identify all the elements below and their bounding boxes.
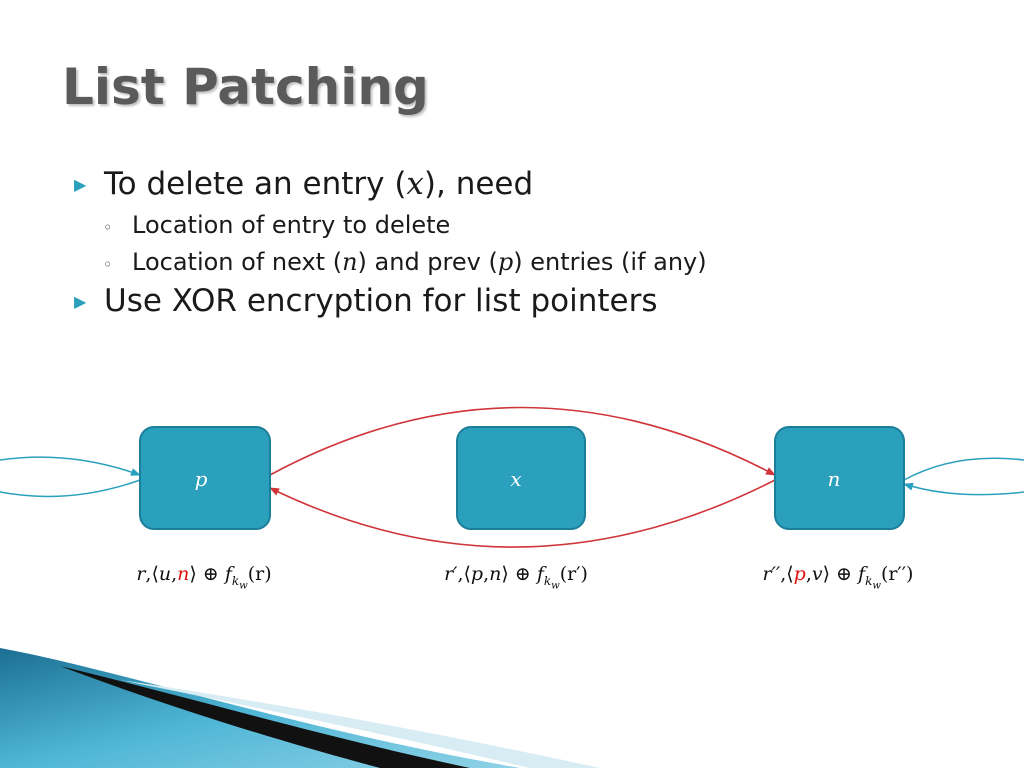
sub-bullet-text: Location of entry to delete (132, 211, 451, 239)
node-x-label: x (510, 467, 521, 491)
sub-bullet-text: Location of next (n) and prev (p) entrie… (132, 248, 707, 276)
node-n: n (774, 426, 905, 530)
arrow-n-to-p (269, 479, 776, 548)
decorative-wave-footer (0, 648, 600, 768)
node-x: x (456, 426, 586, 530)
triangle-bullet-icon: ▶ (74, 175, 87, 194)
outgoing-arrow-left (0, 479, 141, 498)
incoming-arrow-left (0, 456, 141, 476)
bullet-xor-encryption: ▶ Use XOR encryption for list pointers (74, 282, 994, 325)
formula-x: r′,⟨p,n⟩ ⊕ fkw(r′) (444, 563, 588, 592)
node-p: p (139, 426, 271, 530)
bullet-text: To delete an entry (x), need (104, 166, 534, 202)
sub-bullet-location-entry: ◦ Location of entry to delete (74, 208, 994, 245)
highlighted-pointer-n: n (177, 563, 190, 585)
formula-n: r′′,⟨p,v⟩ ⊕ fkw(r′′) (762, 563, 914, 592)
circle-bullet-icon: ◦ (103, 218, 113, 237)
outgoing-arrow-right (903, 482, 1024, 496)
node-n-label: n (828, 467, 841, 491)
node-p-label: p (195, 467, 208, 491)
sub-bullet-location-next-prev: ◦ Location of next (n) and prev (p) entr… (74, 245, 994, 282)
highlighted-pointer-p: p (793, 563, 806, 585)
slide-title: List Patching (62, 58, 429, 116)
bullet-list: ▶ To delete an entry (x), need ◦ Locatio… (74, 165, 994, 325)
arrow-p-to-n (269, 406, 776, 476)
bullet-text: Use XOR encryption for list pointers (104, 283, 658, 319)
formula-p: r,⟨u,n⟩ ⊕ fkw(r) (136, 563, 272, 592)
triangle-bullet-icon: ▶ (74, 292, 87, 311)
incoming-arrow-right (903, 457, 1024, 481)
linked-list-diagram: p x n (0, 406, 1024, 548)
bullet-delete-entry: ▶ To delete an entry (x), need (74, 165, 994, 208)
circle-bullet-icon: ◦ (103, 255, 113, 274)
